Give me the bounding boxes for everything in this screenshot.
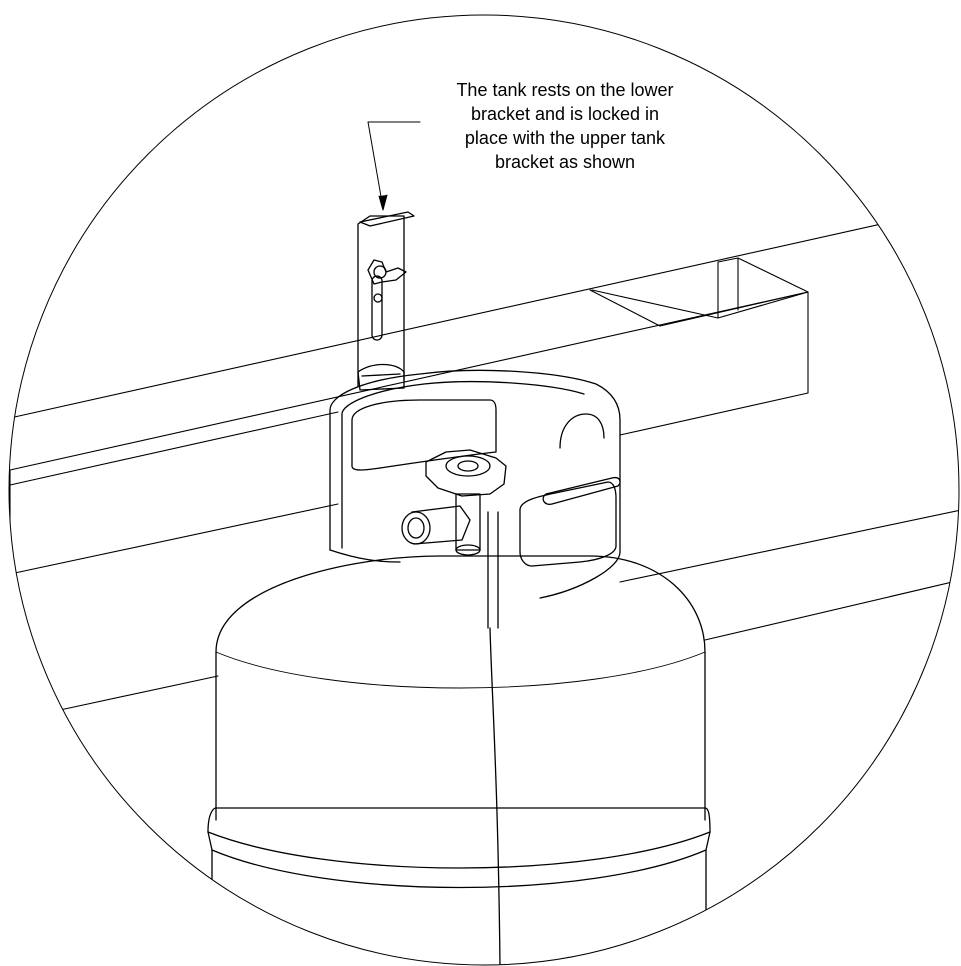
detail-circle <box>8 14 960 966</box>
background-frame-rails <box>9 211 959 711</box>
callout-line-3: place with the upper tank <box>464 128 666 148</box>
callout-line-4: bracket as shown <box>494 152 636 172</box>
cylinder-valve <box>401 449 507 556</box>
upper-tank-bracket <box>357 211 415 391</box>
tank-collar <box>329 369 621 629</box>
callout-line-1: The tank rests on the lower <box>456 80 674 100</box>
callout-leader <box>367 121 421 211</box>
callout-line-2: bracket and is locked in <box>470 104 660 124</box>
accessory-tray <box>589 257 809 394</box>
propane-cylinder <box>207 555 711 965</box>
callout-label: The tank rests on the lower bracket and … <box>405 78 725 174</box>
